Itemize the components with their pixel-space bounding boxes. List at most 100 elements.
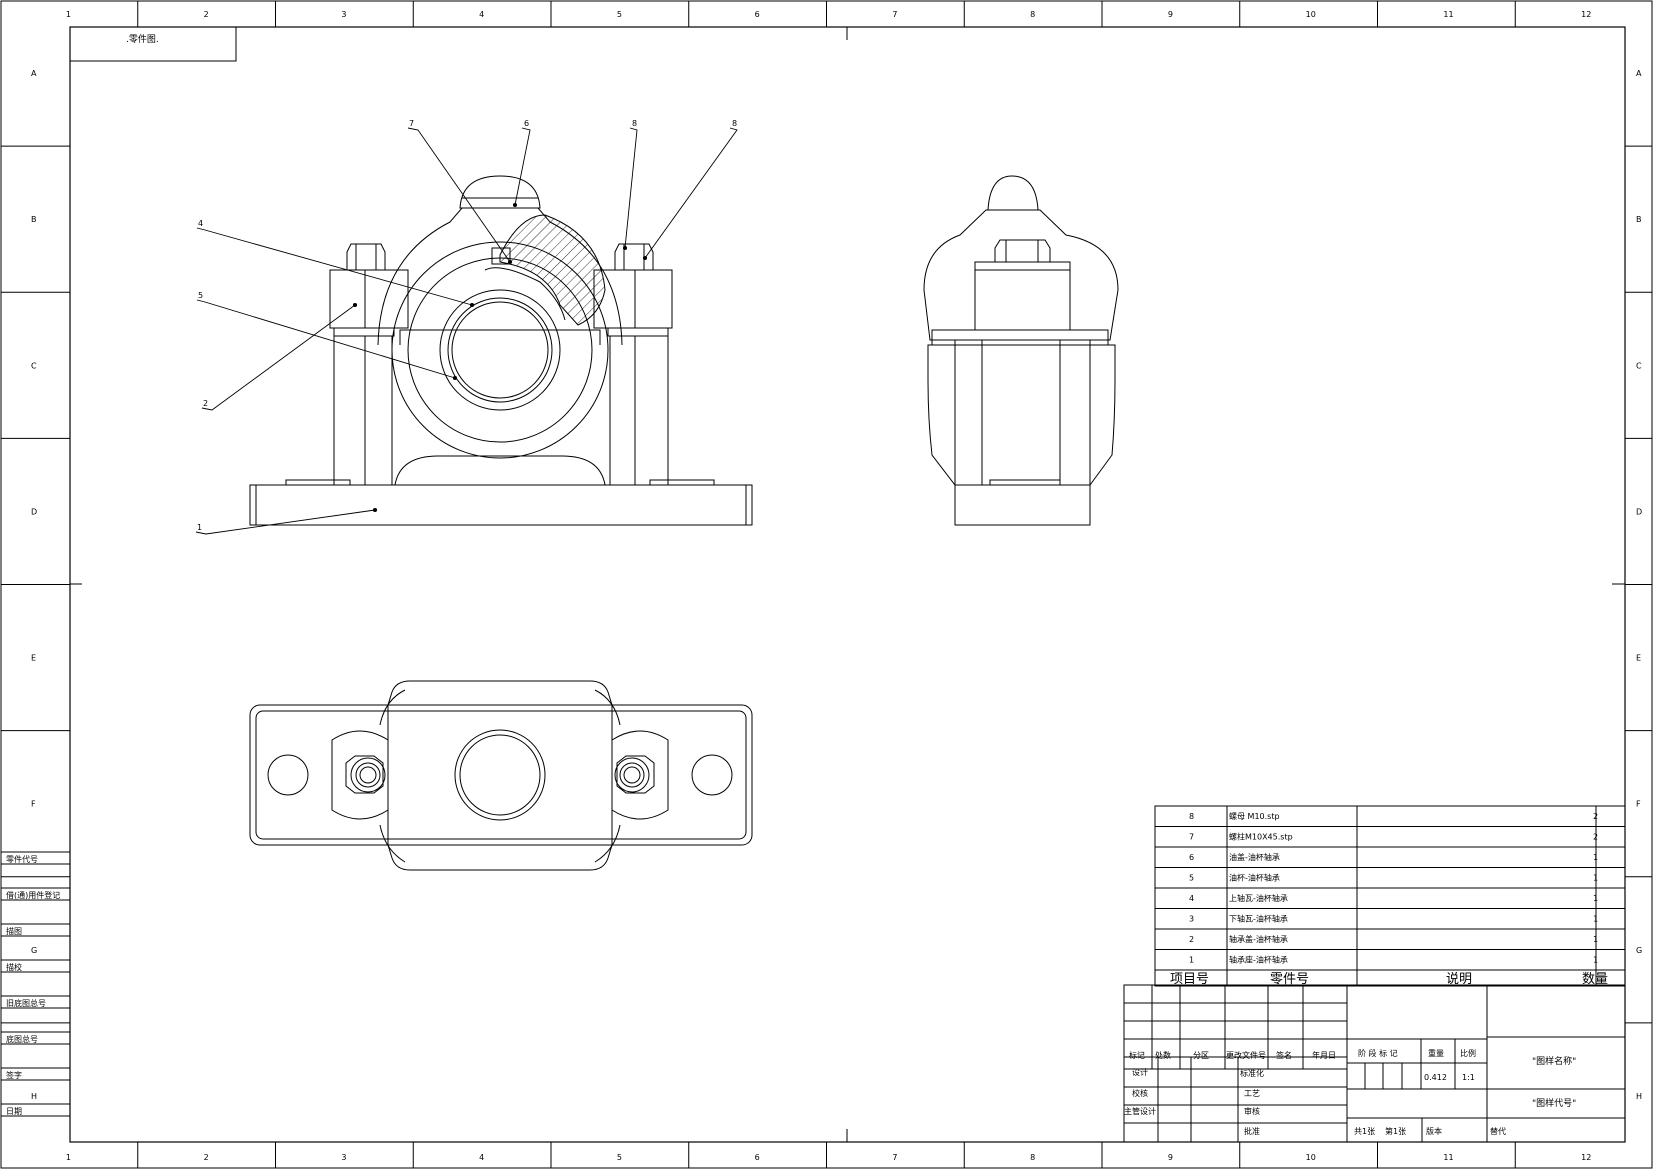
zone-row-label-left: A (31, 69, 37, 78)
scale-value: 1:1 (1462, 1073, 1475, 1082)
sign-chief: 主管设计 (1124, 1106, 1156, 1116)
bom-part: 轴承座-油杯轴承 (1229, 955, 1288, 965)
zone-col-label-bottom: 1 (66, 1153, 71, 1162)
sign-check: 校核 (1132, 1088, 1148, 1098)
bom-item: 4 (1189, 894, 1194, 903)
std-standard: 标准化 (1240, 1068, 1264, 1078)
zone-col-label-top: 7 (892, 10, 897, 19)
bom-part: 油杯-油杯轴承 (1229, 873, 1280, 883)
zone-row-label-right: H (1636, 1092, 1642, 1101)
zone-col-label-bottom: 5 (617, 1153, 622, 1162)
bom-part: 上轴瓦-油杯轴承 (1229, 893, 1288, 903)
zone-col-label-bottom: 7 (892, 1153, 897, 1162)
bom-part: 螺柱M10X45.stp (1229, 832, 1293, 842)
title-block: 标记 处数 分区 更改文件号 签名 年月日 设计 校核 主管设计 标准化 工艺 … (1123, 984, 1626, 1143)
zone-row-label-left: B (31, 215, 37, 224)
zone-col-label-bottom: 10 (1306, 1153, 1316, 1162)
bom-part: 油盖-油杯轴承 (1229, 852, 1280, 862)
balloon-4: 4 (198, 219, 203, 228)
weight-label: 重量 (1428, 1048, 1444, 1058)
bom-header-qty: 数量 (1582, 972, 1608, 987)
balloon-6: 6 (524, 119, 529, 128)
bom-qty: 2 (1593, 812, 1598, 821)
balloon-8b: 8 (732, 119, 737, 128)
bom-header-item: 项目号 (1170, 972, 1209, 987)
zone-row-label-left: F (31, 800, 36, 809)
sheet-no: 第1张 (1385, 1126, 1406, 1136)
zone-col-label-top: 6 (755, 10, 760, 19)
zone-row-label-left: D (31, 507, 37, 516)
front-view (249, 175, 753, 526)
zone-col-label-bottom: 11 (1443, 1153, 1453, 1162)
bom-qty: 1 (1593, 894, 1598, 903)
bom-qty: 1 (1593, 935, 1598, 944)
bom-qty: 2 (1593, 833, 1598, 842)
zone-col-label-top: 8 (1030, 10, 1035, 19)
rev-header-date: 年月日 (1312, 1050, 1336, 1060)
drawing-name: "图样名称" (1532, 1055, 1576, 1067)
zone-col-label-bottom: 2 (204, 1153, 209, 1162)
bom-part: 下轴瓦-油杯轴承 (1229, 914, 1288, 924)
bom-item: 7 (1189, 833, 1194, 842)
balloon-2: 2 (203, 399, 208, 408)
zone-row-label-left: E (31, 654, 36, 663)
rev-header-sign: 签名 (1276, 1050, 1292, 1060)
side-view (923, 175, 1119, 526)
zone-col-label-top: 5 (617, 10, 622, 19)
stage-label: 阶 段 标 记 (1358, 1048, 1398, 1058)
left-strip-label: 底图总号 (6, 1034, 38, 1044)
balloon-5: 5 (198, 291, 203, 300)
balloon-1: 1 (197, 523, 202, 532)
left-strip-label: 日期 (6, 1107, 22, 1116)
zone-col-label-bottom: 6 (755, 1153, 760, 1162)
zone-col-label-bottom: 9 (1168, 1153, 1173, 1162)
bom-item: 3 (1189, 915, 1194, 924)
rev-header-mark: 标记 (1129, 1050, 1145, 1060)
left-strip-label: 借(通)用件登记 (6, 890, 60, 900)
top-view (249, 680, 753, 871)
rev-header-zone: 分区 (1193, 1051, 1209, 1060)
bom-header-part: 零件号 (1270, 972, 1309, 987)
zone-col-label-bottom: 3 (341, 1153, 346, 1162)
balloon-7: 8 (632, 119, 637, 128)
drawing-code: "图样代号" (1532, 1097, 1576, 1109)
zone-row-label-right: B (1636, 215, 1642, 224)
left-strip-label: 旧底图总号 (6, 998, 46, 1008)
zone-row-label-right: A (1636, 69, 1642, 78)
sign-design: 设计 (1132, 1067, 1148, 1077)
bom-frame (1154, 805, 1626, 987)
replace-label: 替代 (1490, 1126, 1506, 1136)
std-approve: 批准 (1244, 1126, 1260, 1136)
zone-col-label-bottom: 12 (1581, 1153, 1591, 1162)
zone-col-label-top: 3 (341, 10, 346, 19)
bom-qty: 1 (1593, 853, 1598, 862)
version-label: 版本 (1426, 1126, 1442, 1136)
std-review: 审核 (1244, 1106, 1260, 1116)
std-process: 工艺 (1244, 1089, 1260, 1098)
left-strip-label: 描校 (6, 962, 22, 972)
zone-col-label-bottom: 8 (1030, 1153, 1035, 1162)
bom-item: 5 (1189, 874, 1194, 883)
bom-item: 6 (1189, 853, 1194, 862)
rev-header-docno: 更改文件号 (1226, 1050, 1266, 1060)
zone-col-label-top: 11 (1443, 10, 1453, 19)
corner-note: .零件图. (126, 33, 159, 45)
zone-col-label-top: 4 (479, 10, 484, 19)
zone-col-label-top: 10 (1306, 10, 1316, 19)
zone-row-label-left: H (31, 1092, 37, 1101)
rev-header-count: 处数 (1155, 1050, 1171, 1060)
zone-row-label-right: G (1636, 946, 1642, 955)
bom-part: 螺母 M10.stp (1229, 811, 1280, 821)
zone-row-label-left: G (31, 946, 37, 955)
zone-row-label-right: F (1636, 800, 1641, 809)
corner-note-box: .零件图. (69, 26, 237, 62)
left-strip-label: 零件代号 (6, 854, 38, 864)
zone-row-label-right: D (1636, 507, 1642, 516)
zone-col-label-top: 1 (66, 10, 71, 19)
zone-row-label-right: E (1636, 654, 1641, 663)
bom-item: 1 (1189, 956, 1194, 965)
